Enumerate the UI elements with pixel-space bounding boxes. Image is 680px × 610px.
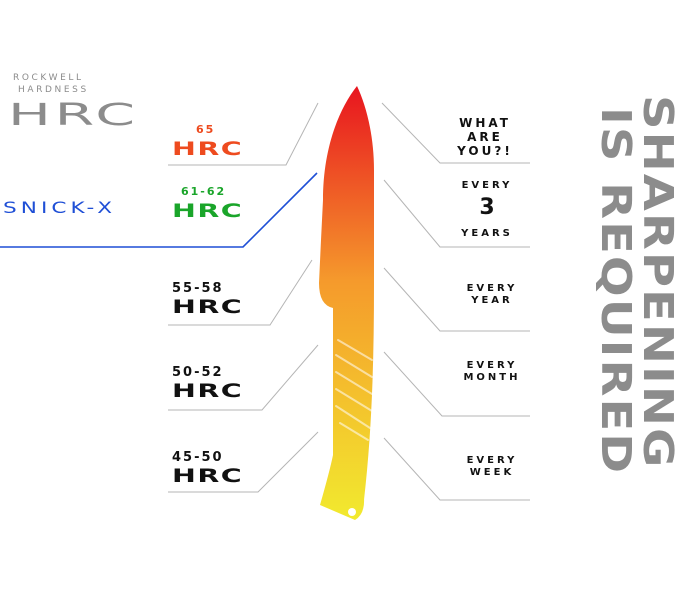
level-65-bottom: HRC: [172, 138, 244, 160]
knife-hole: [348, 508, 356, 516]
level-50-52-bottom: HRC: [172, 380, 244, 402]
level-45-50-bottom: HRC: [172, 465, 244, 487]
header-line1: ROCKWELL: [13, 73, 84, 83]
right-label-years: YEARS: [461, 228, 513, 239]
level-55-58-bottom: HRC: [172, 296, 244, 318]
level-45-50-top: 45-50: [172, 450, 224, 465]
right-label-every-month-1: EVERY: [466, 360, 518, 371]
level-50-52-top: 50-52: [172, 365, 224, 380]
header-line2: HARDNESS: [18, 85, 89, 95]
snickx-leader: [0, 172, 318, 248]
right-label-every-year-1: EVERY: [466, 283, 518, 294]
knife-grip: [335, 339, 373, 441]
level-61-62-bottom: HRC: [172, 200, 244, 222]
vertical-text-sharpening: SHARPENING: [633, 95, 680, 470]
right-label-every-month-2: MONTH: [463, 372, 521, 383]
right-label-what: WHAT: [459, 116, 511, 130]
level-61-62-top: 61-62: [181, 185, 227, 198]
right-label-3: 3: [479, 195, 495, 220]
right-label-every-year-2: YEAR: [471, 295, 513, 306]
right-label-are: ARE: [467, 130, 503, 144]
level-65-top: 65: [196, 123, 216, 136]
level-55-58-top: 55-58: [172, 281, 224, 296]
knife-blade: [319, 86, 374, 520]
vertical-text-is-required: IS REQUIRED: [591, 107, 640, 476]
right-label-every-3-top: EVERY: [461, 180, 513, 191]
right-leaders: [381, 102, 530, 501]
right-label-every-week-1: EVERY: [466, 455, 518, 466]
brand-label: SNICK-X: [3, 198, 117, 217]
header-hrc: HRC: [8, 98, 139, 133]
right-label-you: YOU?!: [457, 144, 513, 158]
left-leaders: [168, 102, 319, 493]
right-label-every-week-2: WEEK: [469, 467, 515, 478]
